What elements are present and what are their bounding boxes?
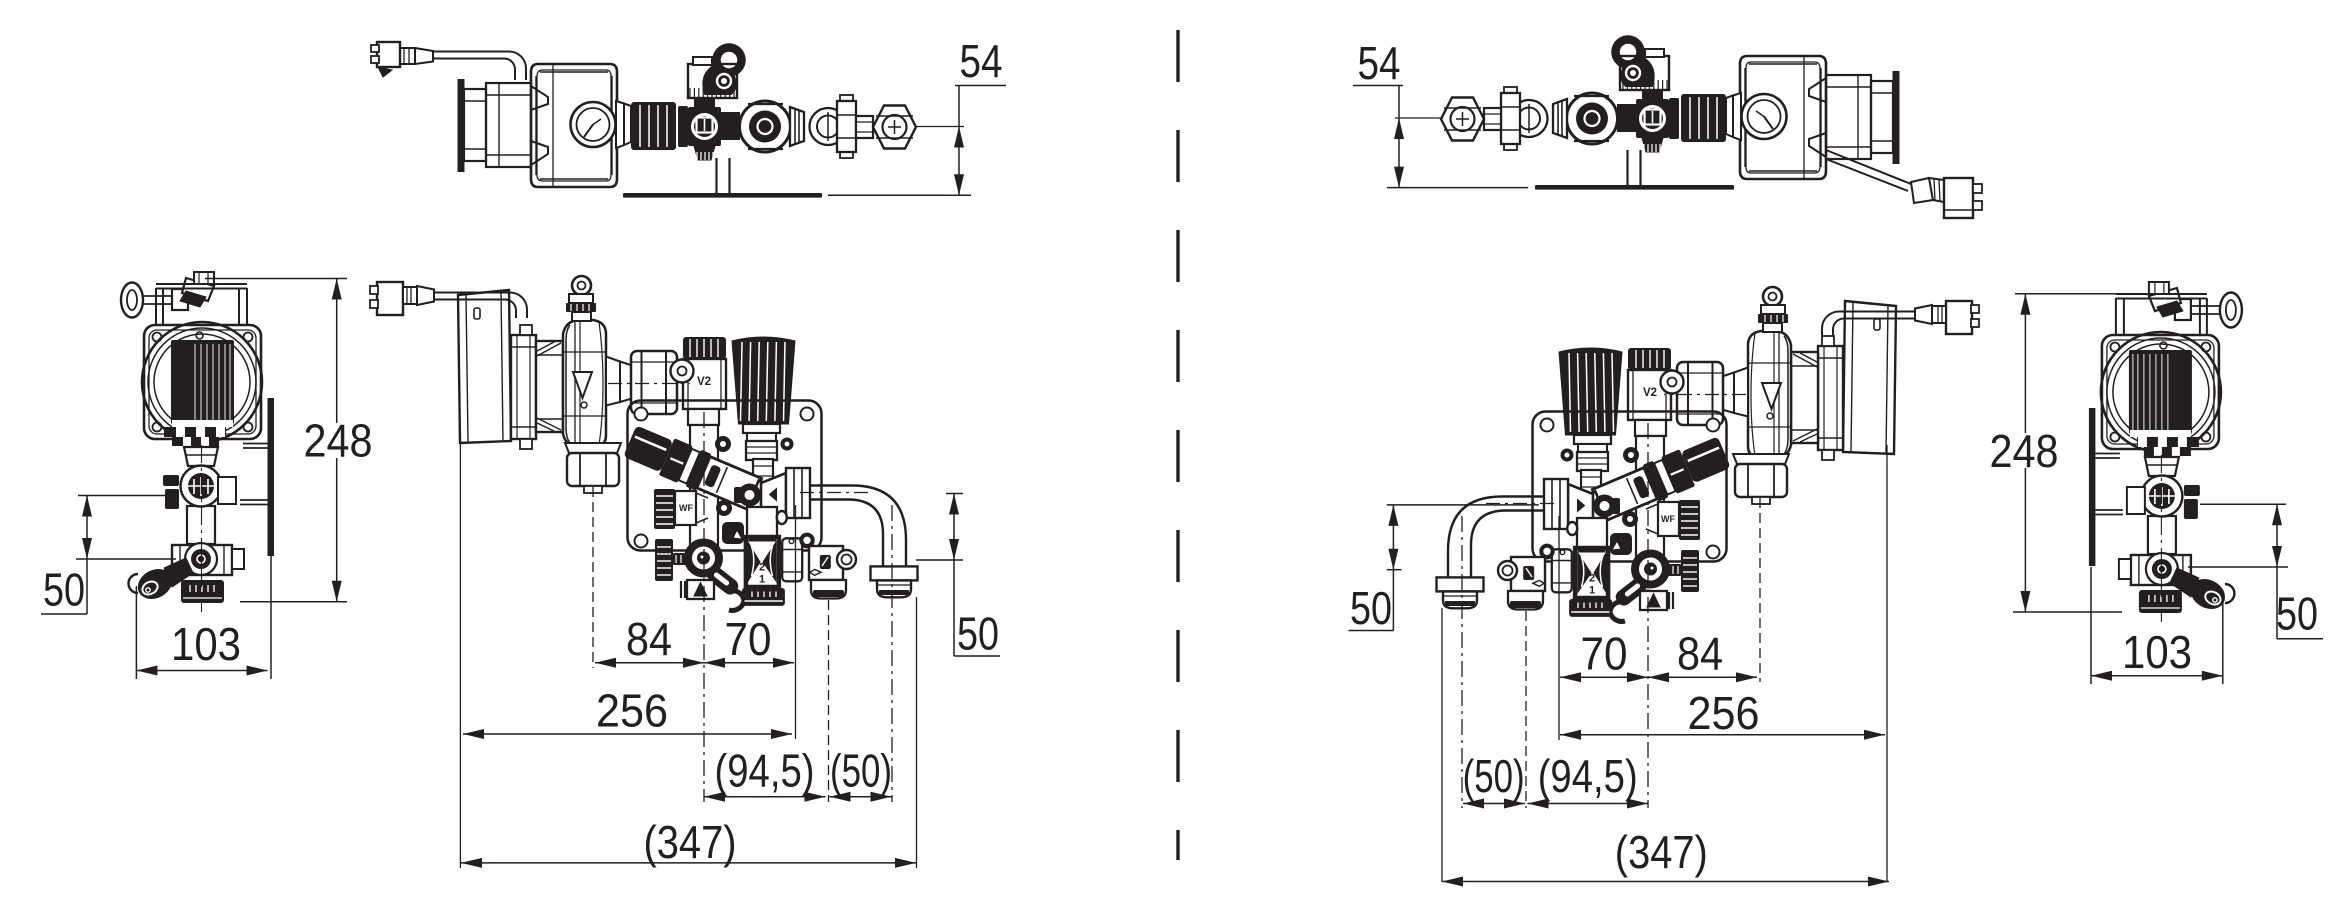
- svg-text:84: 84: [1677, 628, 1723, 680]
- svg-text:256: 256: [1688, 687, 1760, 739]
- svg-text:V2: V2: [1643, 387, 1657, 399]
- svg-text:54: 54: [1358, 37, 1401, 89]
- svg-text:2: 2: [1589, 573, 1595, 585]
- svg-text:(50): (50): [830, 745, 892, 797]
- svg-text:248: 248: [304, 415, 373, 467]
- svg-text:WF: WF: [679, 503, 693, 513]
- svg-text:70: 70: [1581, 628, 1628, 680]
- svg-text:(347): (347): [644, 816, 737, 868]
- svg-text:70: 70: [725, 613, 772, 665]
- svg-text:256: 256: [596, 685, 668, 737]
- svg-text:50: 50: [43, 564, 85, 616]
- svg-text:1: 1: [1589, 585, 1595, 597]
- svg-text:248: 248: [1990, 425, 2059, 477]
- svg-text:50: 50: [2276, 588, 2318, 640]
- svg-text:(50): (50): [1463, 750, 1525, 802]
- svg-text:84: 84: [626, 613, 672, 665]
- svg-text:(347): (347): [1615, 826, 1708, 878]
- svg-text:V2: V2: [697, 376, 711, 388]
- svg-text:103: 103: [171, 618, 241, 670]
- svg-text:(94,5): (94,5): [715, 745, 815, 797]
- svg-text:1: 1: [759, 574, 765, 586]
- svg-text:2: 2: [759, 562, 765, 574]
- svg-text:(94,5): (94,5): [1538, 750, 1638, 802]
- svg-text:50: 50: [957, 608, 999, 660]
- svg-text:103: 103: [2122, 626, 2192, 678]
- svg-text:WF: WF: [1661, 514, 1675, 524]
- svg-text:54: 54: [960, 35, 1003, 87]
- svg-text:50: 50: [1350, 582, 1392, 634]
